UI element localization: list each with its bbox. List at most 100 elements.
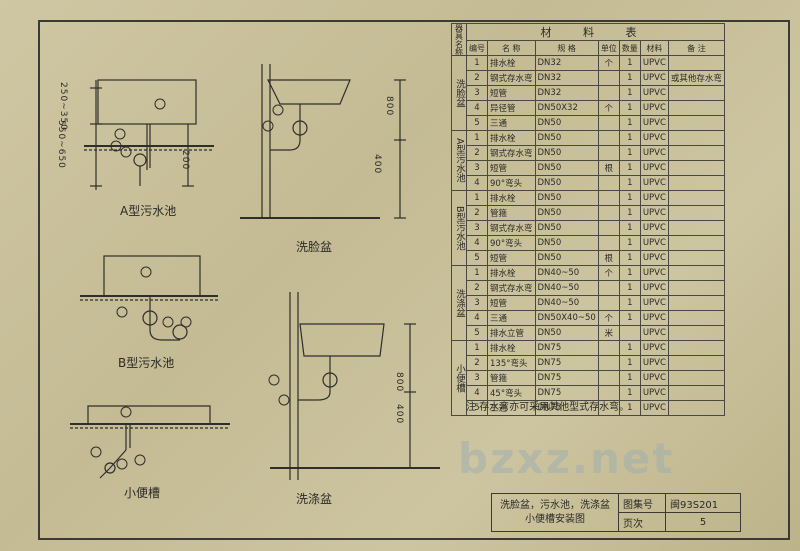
cell-name: 三通 <box>487 115 536 131</box>
cell-material: UPVC <box>639 100 669 116</box>
washtub-drawing <box>270 292 440 480</box>
cell-spec: DN40~50 <box>534 280 599 296</box>
header-remark: 备 注 <box>667 40 725 56</box>
a-sink-caption: A型污水池 <box>120 204 177 218</box>
cell-unit: 根 <box>597 160 620 176</box>
cell-material: UPVC <box>639 235 669 251</box>
cell-qty: 1 <box>618 265 641 281</box>
cell-qty: 1 <box>618 280 641 296</box>
cell-name: 三通 <box>487 310 536 326</box>
cell-qty: 1 <box>618 355 641 371</box>
cell-material: UPVC <box>639 190 669 206</box>
cell-unit: 个 <box>597 100 620 116</box>
cell-no: 3 <box>466 220 488 236</box>
cell-no: 1 <box>466 265 488 281</box>
cell-name: 90°弯头 <box>487 235 536 251</box>
sheet-border <box>38 20 790 540</box>
dim-washtub-800: 800 <box>394 372 404 393</box>
cell-material: UPVC <box>639 325 669 341</box>
cell-spec: DN32 <box>534 55 599 71</box>
dim-washtub-400: 400 <box>394 404 404 425</box>
cell-remark <box>667 130 725 146</box>
cell-unit <box>597 175 620 191</box>
cell-remark <box>667 115 725 131</box>
cell-qty: 1 <box>618 55 641 71</box>
cell-remark <box>667 100 725 116</box>
cell-name: 排水栓 <box>487 190 536 206</box>
cell-spec: DN75 <box>534 340 599 356</box>
cell-remark <box>667 295 725 311</box>
cell-material: UPVC <box>639 295 669 311</box>
header-name: 名 称 <box>487 40 536 56</box>
cell-name: 钢式存水弯 <box>487 145 536 161</box>
cell-no: 1 <box>466 190 488 206</box>
drawing-name-line2: 小便槽安装图 <box>525 513 585 525</box>
cell-qty: 1 <box>618 190 641 206</box>
atlas-no: 闽93S201 <box>665 493 741 513</box>
cell-unit: 个 <box>597 310 620 326</box>
cell-name: 钢式存水弯 <box>487 280 536 296</box>
cell-spec: DN50 <box>534 130 599 146</box>
cell-material: UPVC <box>639 310 669 326</box>
cell-material: UPVC <box>639 55 669 71</box>
cell-spec: DN50 <box>534 235 599 251</box>
cell-name: 短管 <box>487 250 536 266</box>
cell-no: 4 <box>466 100 488 116</box>
cell-remark <box>667 250 725 266</box>
cell-qty: 1 <box>618 220 641 236</box>
urinal-caption: 小便槽 <box>124 486 161 500</box>
cell-remark: 或其他存水弯 <box>667 70 725 86</box>
cell-material: UPVC <box>639 265 669 281</box>
cell-unit <box>597 295 620 311</box>
category-cell: A型污水池 <box>451 130 467 191</box>
cell-no: 1 <box>466 130 488 146</box>
cell-name: 排水栓 <box>487 55 536 71</box>
cell-material: UPVC <box>639 250 669 266</box>
header-material: 材料 <box>639 40 669 56</box>
cell-unit <box>597 70 620 86</box>
drawing-name-line1: 洗脸盆，污水池，洗涤盆 <box>500 499 610 511</box>
cell-material: UPVC <box>639 340 669 356</box>
cell-unit <box>597 340 620 356</box>
cell-spec: DN40~50 <box>534 295 599 311</box>
cell-remark <box>667 325 725 341</box>
cell-material: UPVC <box>639 280 669 296</box>
cell-material: UPVC <box>639 355 669 371</box>
cell-no: 5 <box>466 325 488 341</box>
cell-spec: DN75 <box>534 355 599 371</box>
cell-spec: DN40~50 <box>534 265 599 281</box>
cell-spec: DN50 <box>534 115 599 131</box>
washtub-caption: 洗涤盆 <box>296 492 333 506</box>
category-cell: 小便槽 <box>451 340 467 416</box>
cell-name: 90°弯头 <box>487 175 536 191</box>
cell-spec: DN50 <box>534 220 599 236</box>
cell-qty: 1 <box>618 85 641 101</box>
cell-spec: DN50 <box>534 145 599 161</box>
washbasin-caption: 洗脸盆 <box>296 240 333 254</box>
cell-name: 排水栓 <box>487 340 536 356</box>
cell-no: 2 <box>466 70 488 86</box>
cell-unit <box>597 370 620 386</box>
cell-unit <box>597 85 620 101</box>
category-cell: B型污水池 <box>451 190 467 266</box>
cell-material: UPVC <box>639 385 669 401</box>
header-unit: 单位 <box>597 40 620 56</box>
cell-spec: DN50 <box>534 250 599 266</box>
cell-no: 5 <box>466 400 488 416</box>
cell-material: UPVC <box>639 115 669 131</box>
cell-name: 短管 <box>487 160 536 176</box>
